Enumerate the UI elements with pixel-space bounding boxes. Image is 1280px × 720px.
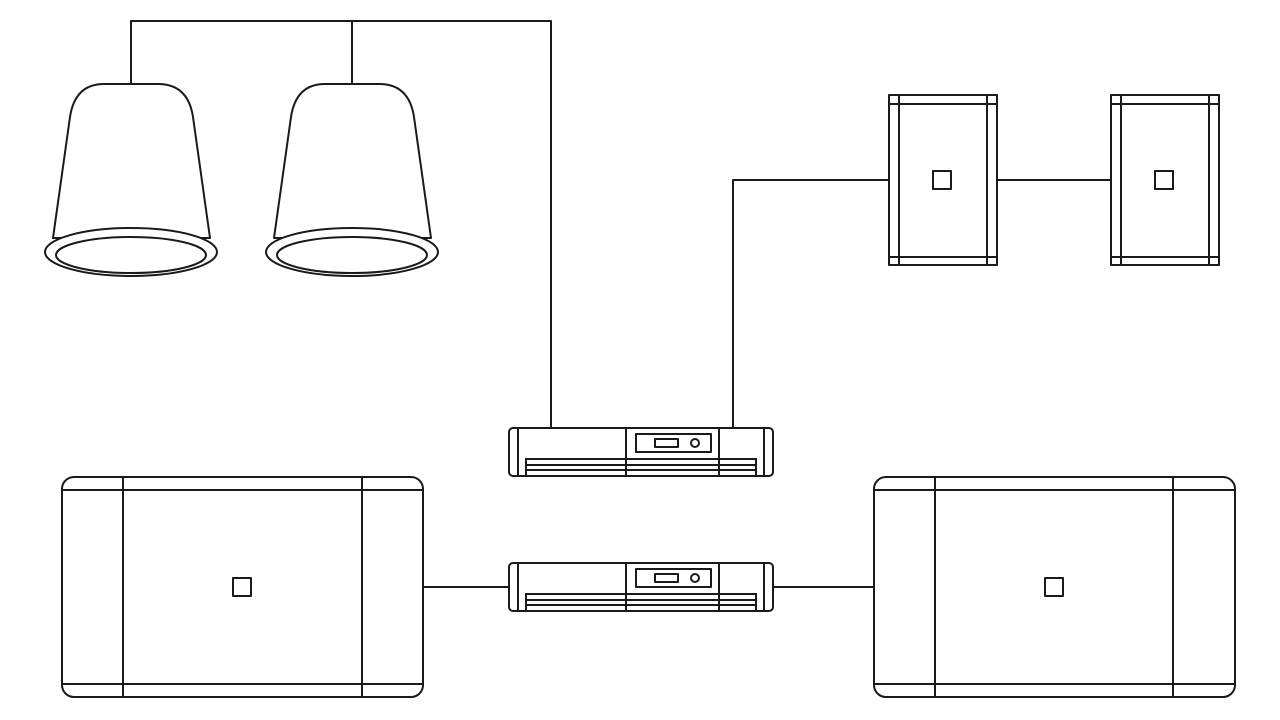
amp-power-knob <box>690 438 700 448</box>
speaker-logo <box>1154 170 1174 190</box>
speaker-logo <box>1044 577 1064 597</box>
wire-pendant-bus <box>130 20 552 430</box>
subwoofer-right <box>873 476 1236 698</box>
pendant-speaker-1 <box>44 83 218 277</box>
surface-mount-speaker-icon <box>1110 94 1220 266</box>
pendant-speaker-2 <box>265 83 439 277</box>
amp-display-screen <box>654 573 679 583</box>
pendant-speaker-icon <box>273 83 432 239</box>
amp-power-knob <box>690 573 700 583</box>
pendant-speaker-grille <box>276 236 428 274</box>
large-cabinet-speaker-icon <box>873 476 1236 698</box>
pendant-speaker-grille <box>55 236 207 274</box>
pendant-speaker-rim <box>44 227 218 277</box>
amplifier-1 <box>508 427 774 477</box>
wires <box>130 20 1112 588</box>
amp-display-screen <box>654 438 679 448</box>
wall-speaker-2 <box>1110 94 1220 266</box>
amplifier-2 <box>508 562 774 612</box>
amp-display-window <box>635 568 712 588</box>
subwoofer-left <box>61 476 424 698</box>
surface-mount-speaker-icon <box>888 94 998 266</box>
large-cabinet-speaker-icon <box>61 476 424 698</box>
speaker-logo <box>932 170 952 190</box>
wire-amp1-to-wall-speaker-1 <box>732 179 890 430</box>
speaker-logo <box>232 577 252 597</box>
pendant-speaker-rim <box>265 227 439 277</box>
amp-display-window <box>635 433 712 453</box>
wall-speaker-1 <box>888 94 998 266</box>
pendant-speaker-icon <box>52 83 211 239</box>
